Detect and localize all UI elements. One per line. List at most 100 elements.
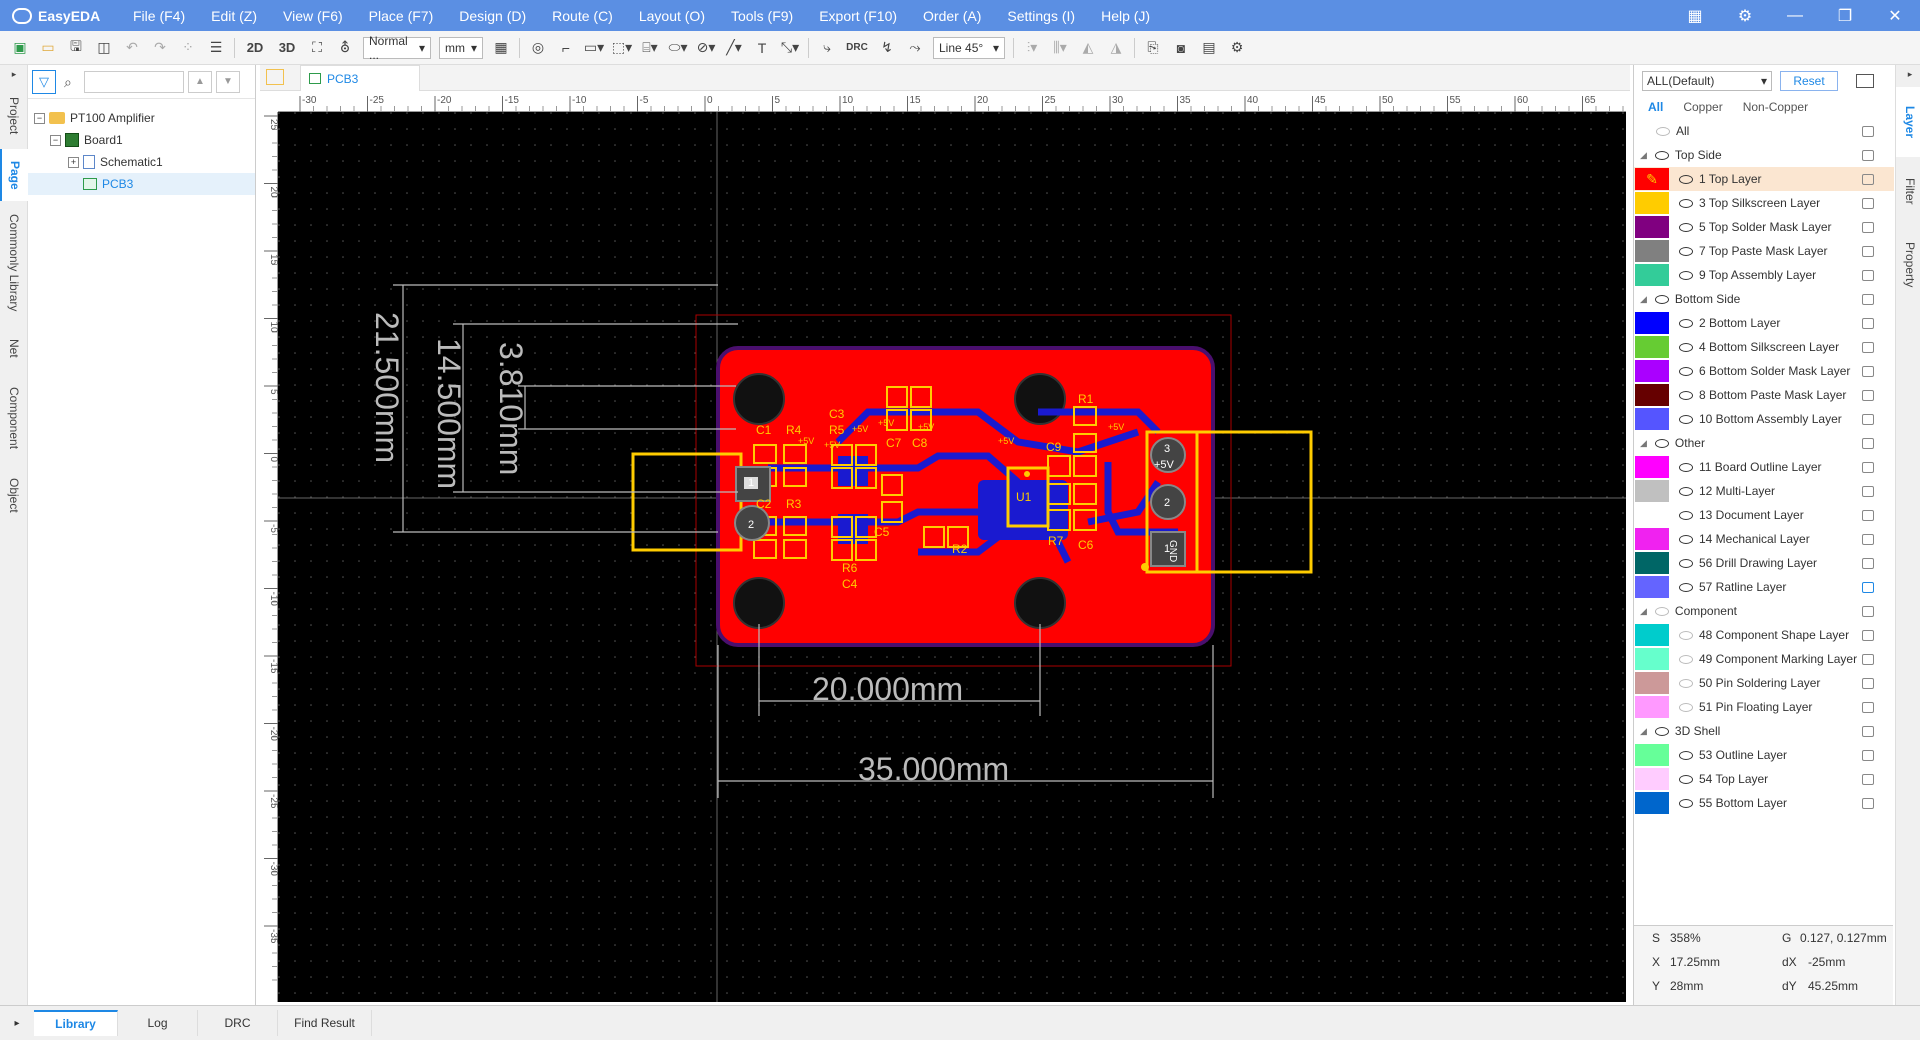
eye-icon[interactable] — [1654, 726, 1669, 736]
circle-icon[interactable]: ⊘▾ — [696, 39, 716, 55]
tab-component[interactable]: Component — [0, 373, 28, 463]
mode-select[interactable]: Normal ...▾ — [363, 34, 431, 62]
eye-icon[interactable] — [1679, 390, 1693, 400]
layer-row[interactable]: 13 Document Layer — [1634, 503, 1894, 527]
drc-button[interactable]: DRC — [846, 42, 868, 53]
menu-help[interactable]: Help (J) — [1101, 7, 1151, 24]
flip-h-icon[interactable]: ◭ — [1082, 39, 1094, 55]
tree-node-project[interactable]: −PT100 Amplifier — [28, 107, 255, 129]
tab-object[interactable]: Object — [0, 465, 28, 525]
collapse-icon[interactable]: − — [50, 134, 61, 146]
lock-icon[interactable] — [1862, 317, 1874, 329]
collapse-icon[interactable]: ◢ — [1640, 437, 1647, 448]
layer-row[interactable]: 48 Component Shape Layer — [1634, 623, 1894, 647]
layer-row[interactable]: 4 Bottom Silkscreen Layer — [1634, 335, 1894, 359]
layer-row[interactable]: 3 Top Silkscreen Layer — [1634, 191, 1894, 215]
menu-file[interactable]: File (F4) — [133, 7, 186, 24]
save-icon[interactable]: 🖫 — [70, 37, 82, 54]
language-flag-icon[interactable]: ▦ — [1687, 7, 1703, 25]
menu-design[interactable]: Design (D) — [459, 7, 527, 24]
layer-color-swatch[interactable] — [1635, 480, 1669, 502]
board-outline-icon[interactable]: ▭▾ — [583, 39, 605, 55]
settings-icon[interactable]: ⚙ — [1230, 39, 1244, 55]
eye-icon[interactable] — [1654, 294, 1669, 304]
pad-round[interactable] — [1150, 484, 1186, 520]
layer-group-row[interactable]: ◢Other — [1634, 431, 1894, 455]
layer-row-all[interactable]: All — [1634, 119, 1894, 143]
pin-icon[interactable]: ▸ — [11, 68, 17, 79]
layer-row[interactable]: 49 Component Marking Layer — [1634, 647, 1894, 671]
polygon-icon[interactable]: ⌸▾ — [642, 39, 658, 55]
route-mode-select[interactable]: Line 45°▾ — [933, 36, 1005, 59]
filter-non-copper[interactable]: Non-Copper — [1742, 100, 1809, 114]
bom-icon[interactable]: ▤ — [1202, 39, 1216, 55]
mounting-hole[interactable] — [1014, 373, 1066, 425]
layer-color-swatch[interactable] — [1635, 696, 1669, 718]
eye-icon[interactable] — [1679, 582, 1693, 592]
search-next-button[interactable]: ▼ — [216, 70, 240, 93]
layer-row[interactable]: 53 Outline Layer — [1634, 743, 1894, 767]
tab-drc[interactable]: DRC — [198, 1010, 278, 1036]
tab-filter[interactable]: Filter — [1896, 161, 1920, 221]
layer-group-row[interactable]: ◢Top Side — [1634, 143, 1894, 167]
lock-icon[interactable] — [1862, 437, 1874, 449]
lock-icon[interactable] — [1862, 293, 1874, 305]
filter-copper[interactable]: Copper — [1683, 100, 1723, 114]
eye-icon[interactable] — [1679, 174, 1693, 184]
lock-icon[interactable] — [1862, 269, 1874, 281]
tree-search-input[interactable] — [84, 70, 184, 93]
layer-row[interactable]: 57 Ratline Layer — [1634, 575, 1894, 599]
autoroute-icon[interactable]: ⤳ — [909, 39, 921, 55]
tab-log[interactable]: Log — [118, 1010, 198, 1036]
lock-icon[interactable] — [1862, 725, 1874, 737]
lock-icon[interactable] — [1862, 461, 1874, 473]
tab-library[interactable]: Library — [34, 1010, 118, 1036]
layer-row[interactable]: 7 Top Paste Mask Layer — [1634, 239, 1894, 263]
menu-view[interactable]: View (F6) — [283, 7, 343, 24]
layer-color-swatch[interactable] — [1635, 552, 1669, 574]
layer-preset-select[interactable]: ALL(Default)▾ — [1642, 71, 1772, 91]
collapse-icon[interactable]: ◢ — [1640, 605, 1647, 616]
menu-settings[interactable]: Settings (I) — [1007, 7, 1076, 24]
layer-color-swatch[interactable] — [1635, 192, 1669, 214]
tab-net[interactable]: Net — [0, 325, 28, 371]
via-icon[interactable]: ◎ — [531, 39, 545, 55]
minimize-icon[interactable]: — — [1787, 6, 1803, 24]
layer-color-swatch[interactable] — [1635, 384, 1669, 406]
layer-group-row[interactable]: ◢3D Shell — [1634, 719, 1894, 743]
menu-layout[interactable]: Layout (O) — [638, 7, 705, 24]
eye-icon[interactable] — [1679, 462, 1693, 472]
layer-row[interactable]: 11 Board Outline Layer — [1634, 455, 1894, 479]
layer-row[interactable]: 6 Bottom Solder Mask Layer — [1634, 359, 1894, 383]
lock-icon[interactable] — [1862, 341, 1874, 353]
layer-color-swatch[interactable] — [1635, 336, 1669, 358]
search-icon[interactable]: ⌕ — [64, 74, 72, 90]
lock-icon[interactable] — [1862, 173, 1874, 185]
eye-icon[interactable] — [1679, 774, 1693, 784]
gear-icon[interactable]: ⚙ — [1737, 7, 1753, 25]
lock-icon[interactable] — [1862, 221, 1874, 233]
eye-icon[interactable] — [1679, 318, 1693, 328]
layer-manager-icon[interactable] — [1856, 74, 1874, 88]
tab-commonly-library[interactable]: Commonly Library — [0, 203, 28, 323]
layer-color-swatch[interactable] — [1635, 240, 1669, 262]
measure-icon[interactable]: ⤡▾ — [780, 39, 800, 55]
eye-icon[interactable] — [1679, 414, 1693, 424]
lock-icon[interactable] — [1862, 581, 1874, 593]
maximize-icon[interactable]: ❐ — [1837, 7, 1853, 25]
route-icon[interactable]: ↯ — [881, 39, 893, 55]
lock-icon[interactable] — [1862, 773, 1874, 785]
eye-icon[interactable] — [1679, 270, 1693, 280]
pin-icon[interactable]: ▸ — [1907, 68, 1913, 79]
view-2d-button[interactable]: 2D — [246, 40, 264, 55]
layer-row[interactable]: ✎1 Top Layer — [1634, 167, 1894, 191]
text-icon[interactable]: T — [757, 39, 767, 56]
eye-icon[interactable] — [1654, 438, 1669, 448]
lock-icon[interactable] — [1862, 533, 1874, 545]
group-icon[interactable]: ⁘ — [182, 39, 194, 55]
collapse-icon[interactable]: ◢ — [1640, 293, 1647, 304]
eye-icon[interactable] — [1654, 150, 1669, 160]
line-icon[interactable]: ╱▾ — [726, 39, 742, 55]
lock-icon[interactable] — [1862, 629, 1874, 641]
grid-icon[interactable]: ▦ — [494, 39, 508, 55]
